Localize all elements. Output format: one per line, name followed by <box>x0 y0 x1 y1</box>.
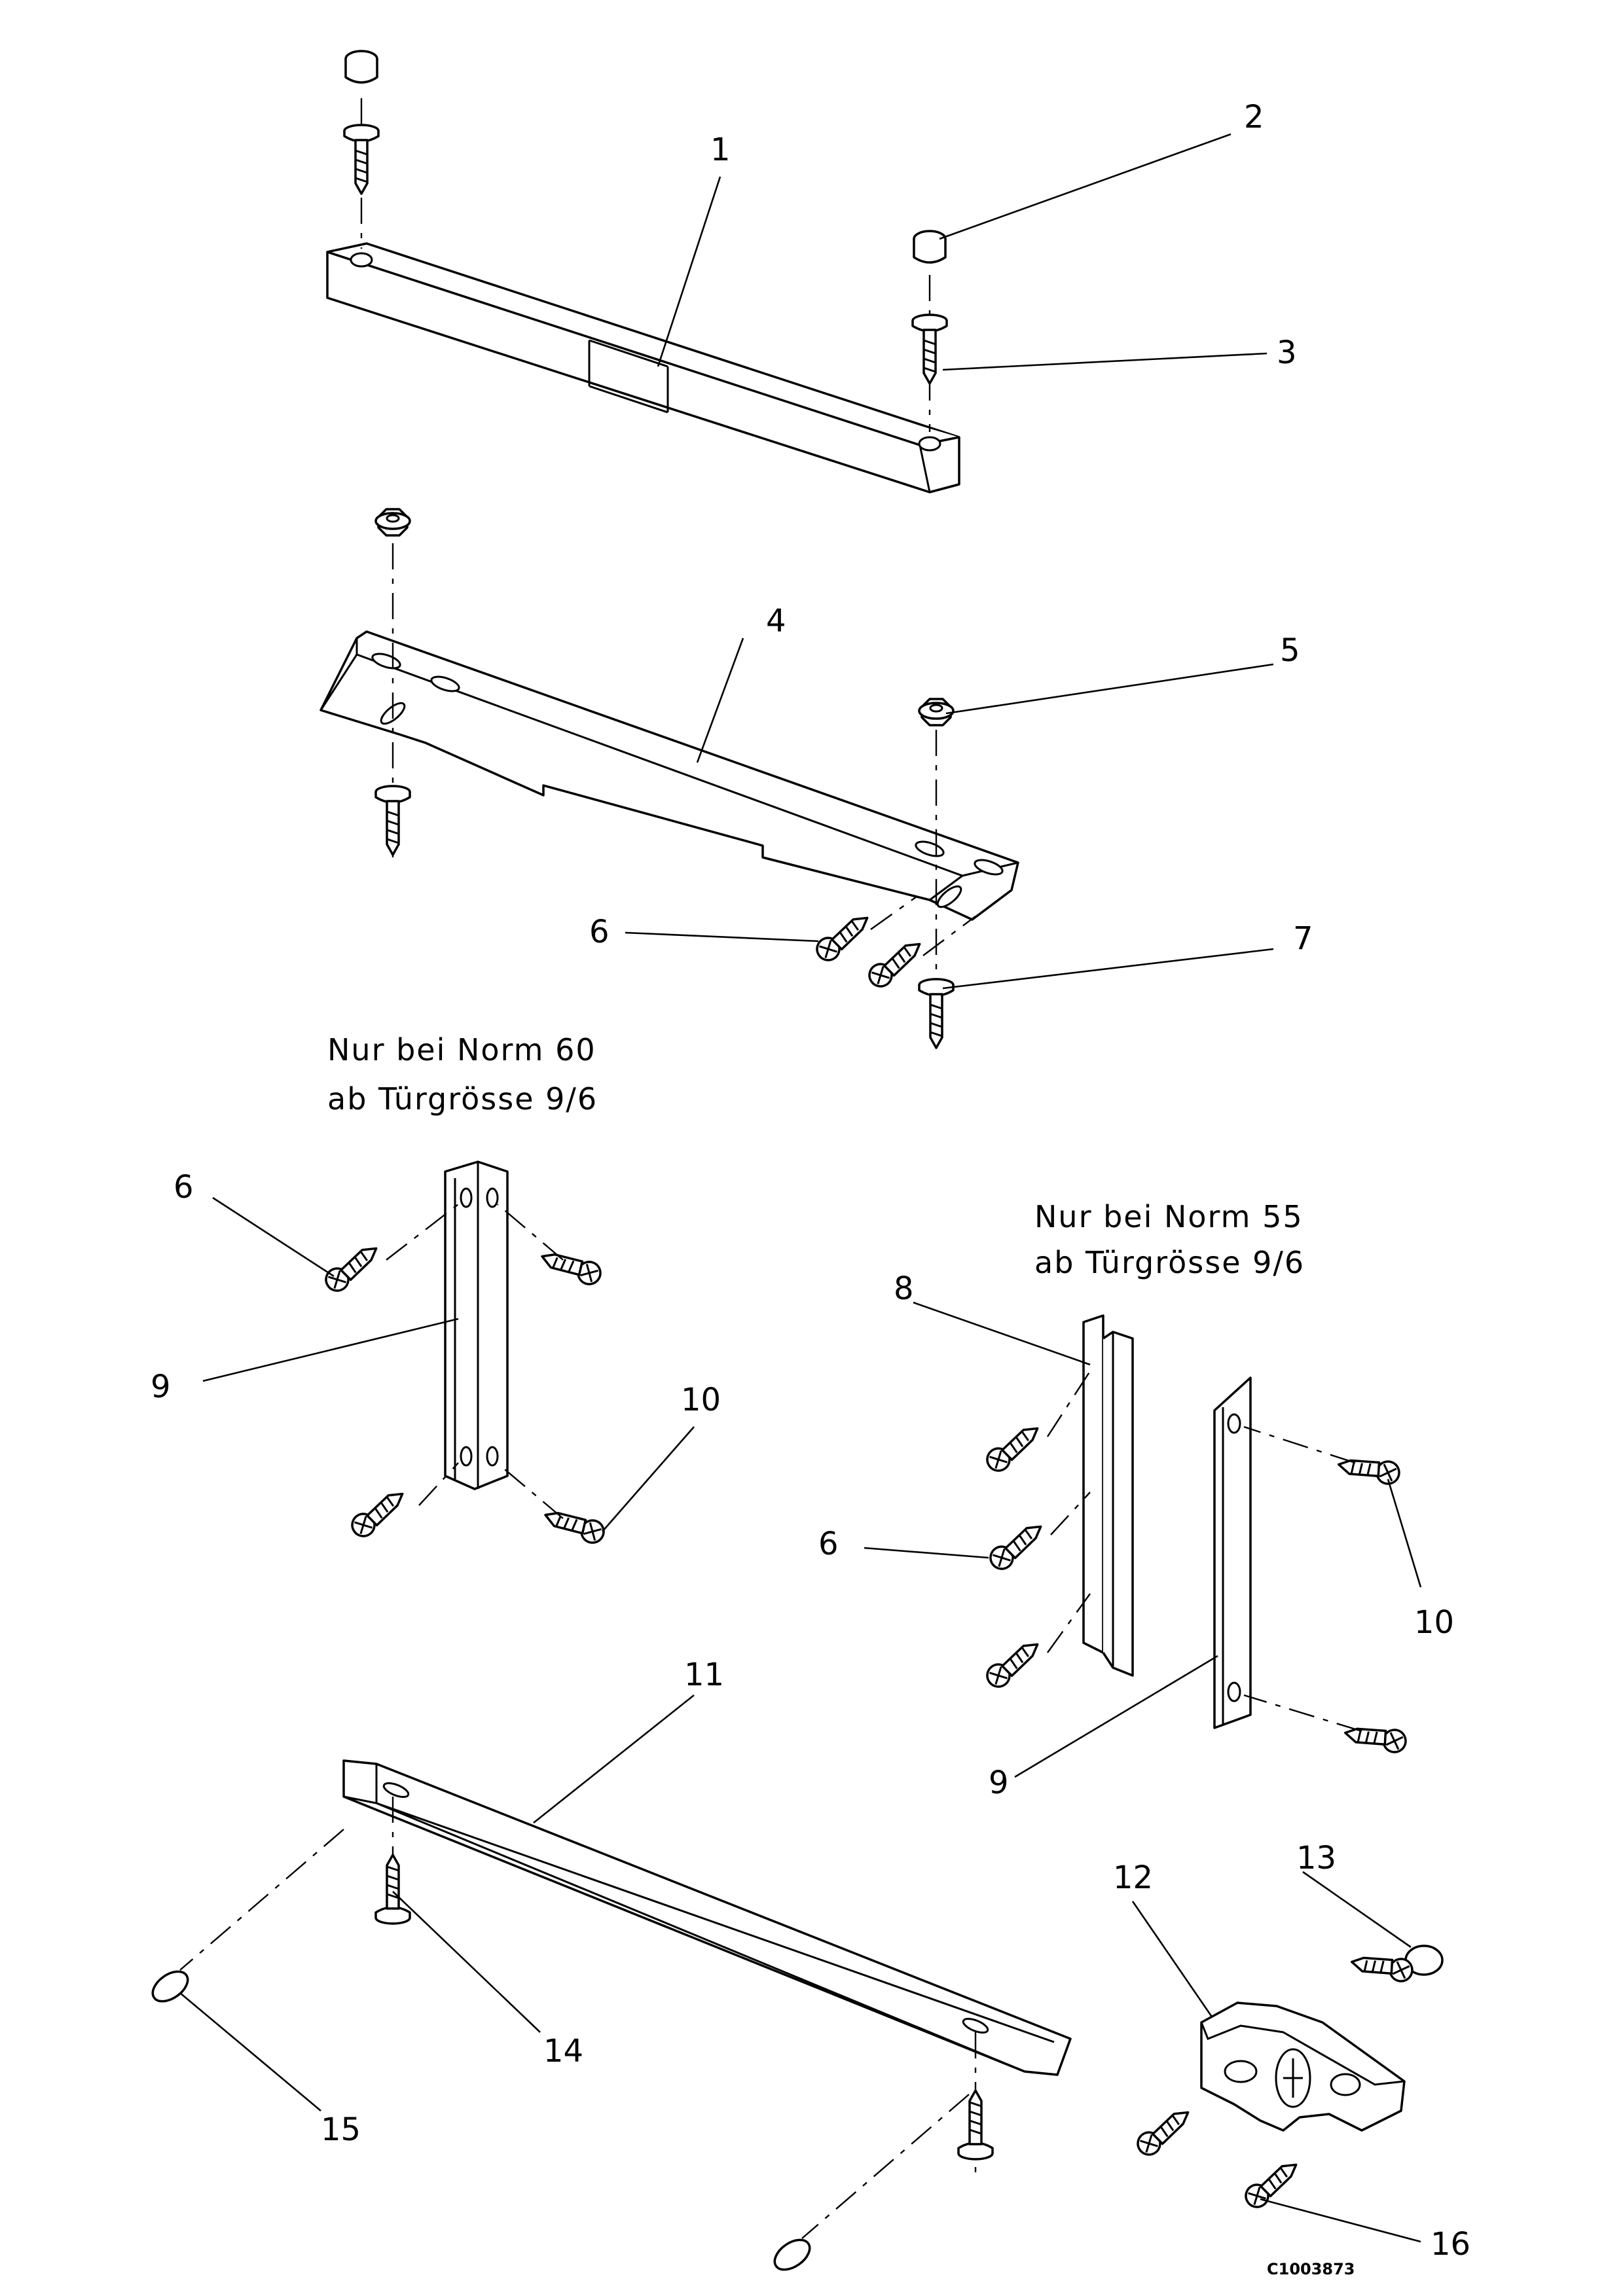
callout-4: 4 <box>766 603 786 639</box>
part-4-right-fasteners <box>810 698 976 1049</box>
callout-5: 5 <box>1280 632 1300 669</box>
callout-6-right: 6 <box>818 1526 839 1562</box>
callout-10-left: 10 <box>681 1382 721 1418</box>
part-13-hinge-screw <box>1349 1941 1444 1989</box>
callout-15: 15 <box>321 2111 361 2148</box>
left-bracket-9 <box>319 1160 609 1551</box>
callout-13: 13 <box>1296 1840 1336 1876</box>
callout-14: 14 <box>543 2033 583 2070</box>
part-1-top-rail <box>326 242 960 493</box>
bracket-9-right <box>1213 1376 1410 1760</box>
callout-labels: 1 2 3 4 5 6 7 6 9 10 8 6 10 9 11 12 13 1… <box>151 99 1470 2263</box>
note-norm-55: Nur bei Norm 55 ab Türgrösse 9/6 <box>1034 1199 1305 1280</box>
callout-6-left: 6 <box>173 1169 194 1206</box>
note-norm-60: Nur bei Norm 60 ab Türgrösse 9/6 <box>327 1032 598 1117</box>
callout-16: 16 <box>1431 2226 1470 2263</box>
part-12-hinge <box>1200 2001 1406 2132</box>
callout-8: 8 <box>894 1270 914 1307</box>
callout-6-upper: 6 <box>589 914 610 950</box>
callout-12: 12 <box>1113 1859 1153 1896</box>
part-1-right-fasteners <box>911 230 948 432</box>
note-norm-55-line2: ab Türgrösse 9/6 <box>1034 1245 1305 1280</box>
callout-2: 2 <box>1244 99 1264 135</box>
part-11-rail <box>151 1759 1072 2271</box>
part-4-angle-bracket <box>319 630 1019 921</box>
callout-1: 1 <box>710 132 731 168</box>
note-norm-55-line1: Nur bei Norm 55 <box>1034 1199 1304 1234</box>
callout-9-right: 9 <box>989 1765 1009 1801</box>
note-norm-60-line2: ab Türgrösse 9/6 <box>327 1081 598 1117</box>
callout-11: 11 <box>684 1657 724 1693</box>
part-4-left-fasteners <box>374 508 411 857</box>
leader-lines <box>179 133 1422 2243</box>
note-norm-60-line1: Nur bei Norm 60 <box>327 1032 596 1067</box>
callout-7: 7 <box>1293 920 1313 957</box>
drawing-code: C1003873 <box>1267 2260 1355 2278</box>
callout-9-left: 9 <box>151 1369 171 1405</box>
callout-10-right: 10 <box>1414 1604 1454 1641</box>
callout-3: 3 <box>1277 334 1297 371</box>
bracket-8 <box>980 1314 1134 1692</box>
part-1-left-fasteners <box>343 50 380 249</box>
